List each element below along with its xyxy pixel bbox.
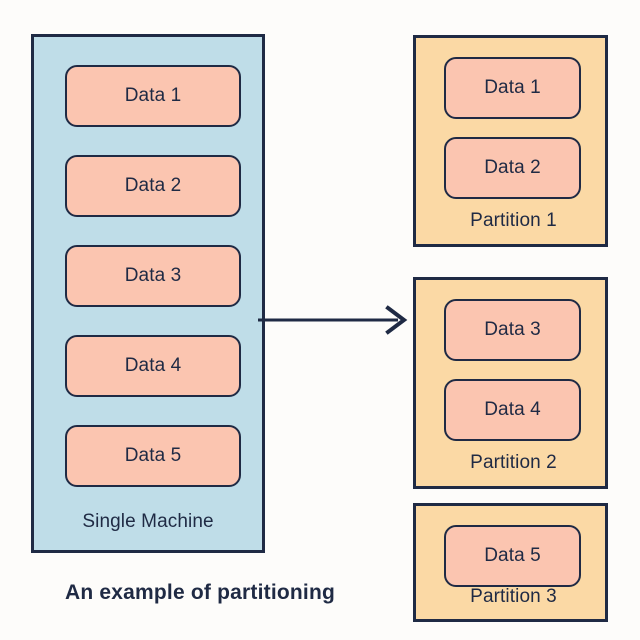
data-block: Data 4 — [444, 379, 581, 441]
diagram-caption: An example of partitioning — [64, 581, 336, 604]
partition-2-container: Data 3 Data 4 Partition 2 — [413, 277, 608, 489]
data-block: Data 1 — [444, 57, 581, 119]
data-block: Data 1 — [65, 65, 241, 127]
data-block: Data 3 — [65, 245, 241, 307]
single-machine-label: Single Machine — [82, 511, 214, 532]
partition-1-container: Data 1 Data 2 Partition 1 — [413, 35, 608, 247]
data-block: Data 2 — [444, 137, 581, 199]
data-block: Data 5 — [444, 525, 581, 587]
partition-3-container: Data 5 Partition 3 — [413, 503, 608, 622]
single-machine-container: Data 1 Data 2 Data 3 Data 4 Data 5 — [31, 34, 265, 553]
data-block: Data 3 — [444, 299, 581, 361]
partition-1-label: Partition 1 — [470, 210, 557, 231]
partition-2-label: Partition 2 — [470, 452, 557, 473]
data-block: Data 5 — [65, 425, 241, 487]
data-block: Data 2 — [65, 155, 241, 217]
partitioning-arrow-icon — [258, 305, 408, 335]
data-block: Data 4 — [65, 335, 241, 397]
partition-3-label: Partition 3 — [470, 586, 557, 607]
